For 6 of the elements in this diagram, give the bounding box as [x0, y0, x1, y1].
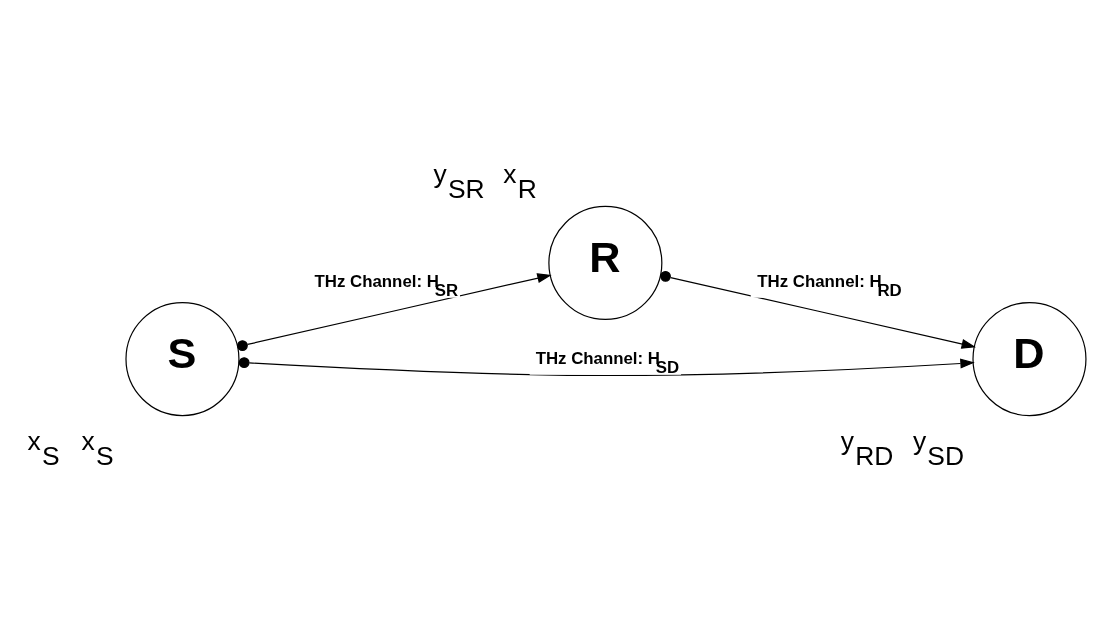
node-circle: R [548, 205, 663, 320]
node-circle: S [125, 301, 240, 416]
node-circle: D [972, 301, 1087, 416]
arrow [660, 270, 976, 349]
arrow [237, 272, 552, 351]
arrow [238, 356, 975, 376]
